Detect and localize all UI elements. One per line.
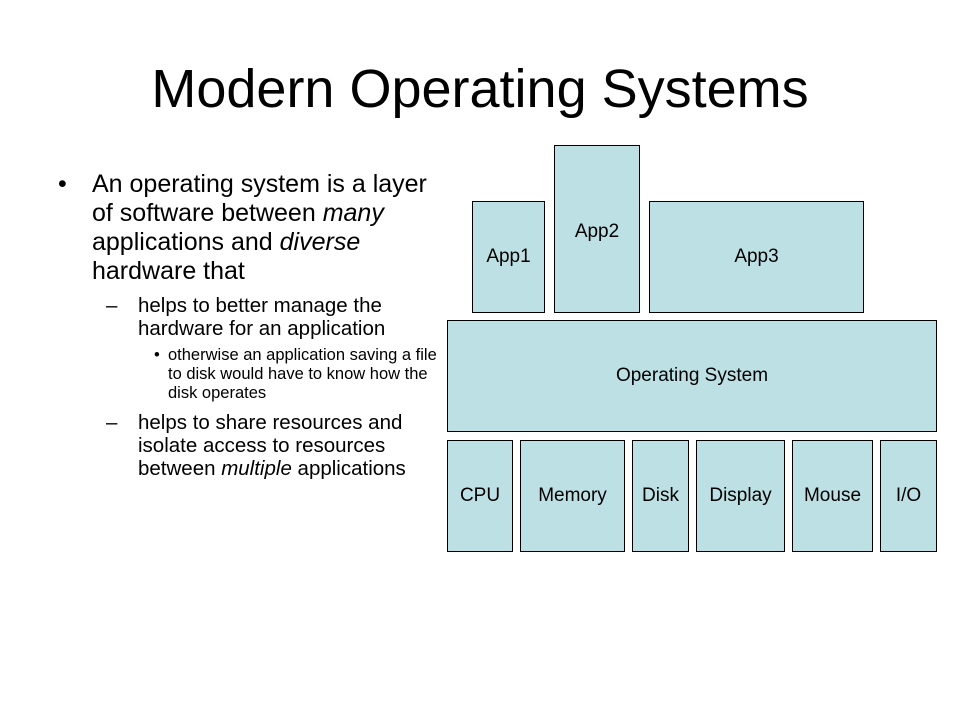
sub-bullet-share-text-part2: applications xyxy=(291,457,406,480)
disk-box: Disk xyxy=(632,440,689,552)
io-label: I/O xyxy=(895,485,922,506)
sub-bullet-share: – helps to share resources and isolate a… xyxy=(58,411,448,480)
bullet-text-part1: An operating system is a layer of softwa… xyxy=(92,170,427,227)
app1-label: App1 xyxy=(486,246,531,267)
bullet-text-part2: applications and xyxy=(92,228,280,256)
bullet-emphasis-many: many xyxy=(322,199,384,227)
bullet-text-part3: hardware that xyxy=(92,257,245,285)
bullet-emphasis-diverse: diverse xyxy=(279,228,361,256)
disk-label: Disk xyxy=(642,485,679,506)
operating-system-box: Operating System xyxy=(447,320,937,432)
memory-box: Memory xyxy=(520,440,625,552)
sub-bullet-manage: – helps to better manage the hardware fo… xyxy=(58,294,448,340)
app3-box: App3 xyxy=(649,201,864,313)
mouse-label: Mouse xyxy=(803,485,862,506)
sub-bullet-dash: – xyxy=(106,411,118,434)
bullet-dot: • xyxy=(58,170,67,198)
bullet-list: • An operating system is a layer of soft… xyxy=(58,170,448,480)
sub-bullet-dash: – xyxy=(106,294,118,317)
app1-box: App1 xyxy=(472,201,545,313)
app2-label: App2 xyxy=(574,221,620,242)
display-label: Display xyxy=(709,485,772,506)
app3-label: App3 xyxy=(734,246,779,267)
slide-title: Modern Operating Systems xyxy=(151,59,809,119)
cpu-label: CPU xyxy=(459,485,501,506)
sub-bullet-manage-text: helps to better manage the hardware for … xyxy=(138,294,386,340)
mouse-box: Mouse xyxy=(792,440,873,552)
app2-box: App2 xyxy=(554,145,640,313)
sub-bullet-share-text-part1: helps to share resources and isolate acc… xyxy=(138,411,403,480)
sub-sub-bullet-disk: • otherwise an application saving a file… xyxy=(58,346,448,403)
io-box: I/O xyxy=(880,440,937,552)
sub-bullet-emphasis-multiple: multiple xyxy=(221,457,292,480)
sub-sub-bullet-disk-text: otherwise an application saving a file t… xyxy=(168,346,437,402)
cpu-box: CPU xyxy=(447,440,513,552)
display-box: Display xyxy=(696,440,785,552)
memory-label: Memory xyxy=(538,485,607,506)
operating-system-label: Operating System xyxy=(615,365,769,386)
bullet-main: • An operating system is a layer of soft… xyxy=(58,170,448,286)
sub-sub-bullet-dot: • xyxy=(154,346,160,364)
